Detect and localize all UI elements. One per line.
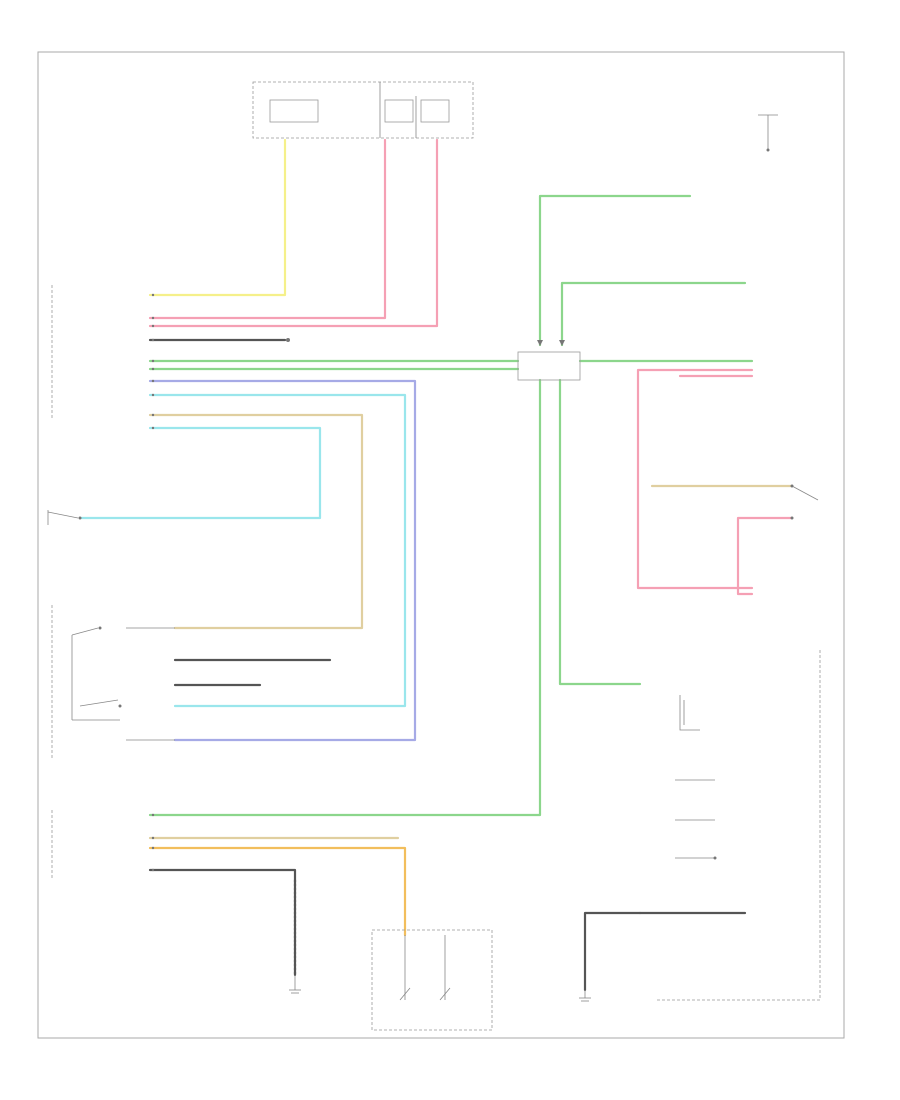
wire-tan-1 xyxy=(148,413,364,630)
wire-green-7 xyxy=(148,378,542,817)
wire-pink-3 xyxy=(636,368,754,590)
diagram-frame xyxy=(37,51,845,1039)
fuse-block xyxy=(252,81,474,139)
wire-green-6 xyxy=(558,378,642,686)
headlamp-switch xyxy=(71,626,175,741)
wire-cyan-2 xyxy=(78,426,322,520)
wire-black-6 xyxy=(583,911,642,992)
door-switch-assembly xyxy=(371,929,493,1031)
wire-pink-1 xyxy=(148,138,387,320)
connector-pins-left xyxy=(151,293,155,872)
ground-icon-2 xyxy=(579,990,591,1002)
wire-yellow xyxy=(148,138,287,297)
splice-connector xyxy=(517,340,581,381)
wire-black-2 xyxy=(148,868,297,977)
wire-green-top xyxy=(538,194,692,347)
wire-cyan-1 xyxy=(148,393,407,708)
wire-pink-2 xyxy=(148,138,439,328)
wire-green-2 xyxy=(560,281,747,347)
instrument-cluster xyxy=(655,650,821,1001)
ground-icon xyxy=(289,975,301,994)
sensor-component xyxy=(758,114,778,152)
wire-orange xyxy=(148,846,407,937)
right-switch xyxy=(790,484,819,520)
switch-icon xyxy=(47,510,82,525)
wire-blue xyxy=(148,379,417,742)
wire-pink-4 xyxy=(736,516,794,596)
